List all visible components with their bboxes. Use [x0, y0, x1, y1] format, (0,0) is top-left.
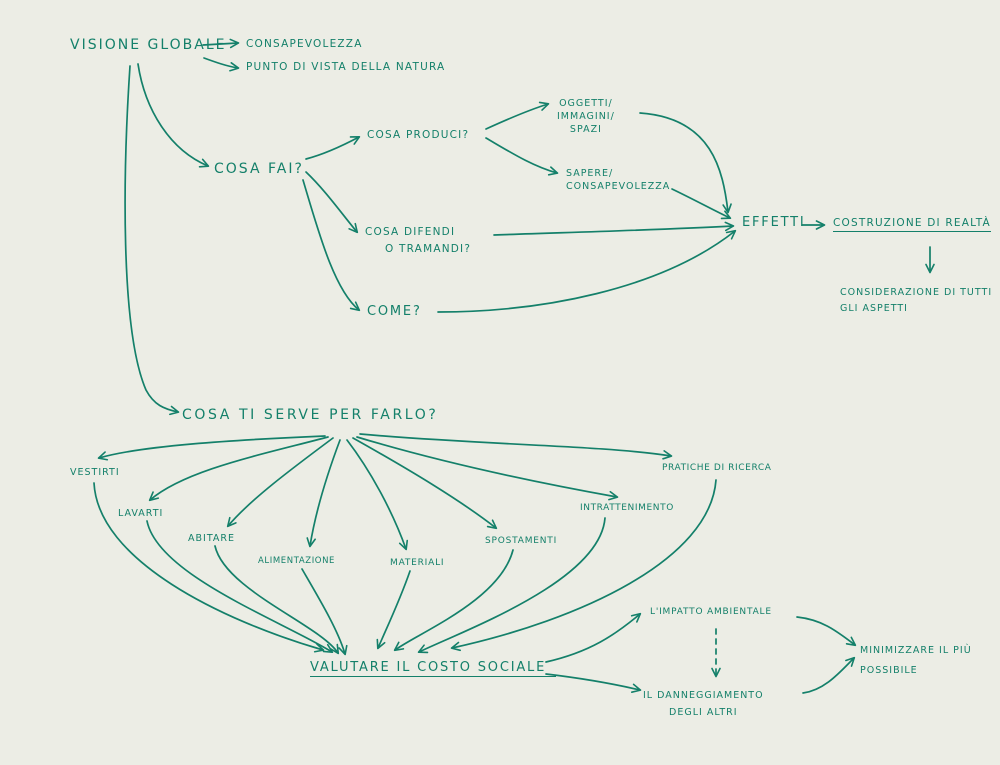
node-cosa-difendi-line-1: COSA DIFENDI	[365, 226, 456, 238]
arrow-serve-to-materiali	[346, 439, 409, 551]
arrow-pratiche-to-valutare	[450, 479, 717, 652]
arrow-cosa-produci-to-oggetti	[485, 101, 550, 130]
node-intrattenimento: INTRATTENIMENTO	[580, 503, 674, 513]
node-punto-di-vista: PUNTO DI VISTA DELLA NATURA	[246, 61, 446, 73]
arrow-cosa-fai-to-cosa-produci	[305, 135, 361, 160]
node-effetti: EFFETTI	[742, 215, 806, 230]
node-vestirti: VESTIRTI	[70, 467, 120, 478]
node-pratiche-di-ricerca: PRATICHE DI RICERCA	[662, 463, 772, 473]
arrow-serve-to-intrattenimento	[356, 436, 619, 501]
arrow-oggetti-to-effetti	[639, 112, 732, 214]
arrow-abitare-to-valutare	[214, 545, 340, 655]
arrow-cosa-fai-to-cosa-difendi	[305, 171, 359, 234]
arrow-valutare-to-impatto	[545, 612, 642, 663]
node-oggetti-line-2: IMMAGINI/	[557, 111, 615, 122]
arrow-valutare-to-danneggiamento	[545, 673, 642, 693]
node-oggetti: OGGETTI/ IMMAGINI/ SPAZI	[557, 97, 615, 136]
node-abitare: ABITARE	[188, 533, 235, 544]
arrow-serve-to-pratiche	[359, 433, 673, 460]
arrow-visione-to-punto-di-vista	[203, 57, 240, 72]
node-spostamenti: SPOSTAMENTI	[485, 536, 558, 546]
arrow-cosa-difendi-to-effetti	[493, 221, 735, 236]
node-considerazione-line-2: GLI ASPETTI	[840, 303, 908, 314]
arrow-cosa-produci-to-sapere	[485, 137, 559, 176]
node-cosa-fai: COSA FAI?	[214, 161, 304, 177]
node-cosa-difendi: COSA DIFENDI O TRAMANDI?	[365, 224, 471, 258]
arrow-vestirti-to-valutare	[93, 482, 325, 653]
node-minimizzare-line-1: MINIMIZZARE IL PIÙ	[860, 645, 972, 656]
node-danneggiamento-line-2: DEGLI ALTRI	[669, 707, 738, 718]
node-materiali: MATERIALI	[390, 558, 445, 568]
arrow-serve-to-alimentazione	[306, 439, 341, 548]
node-valutare: VALUTARE IL COSTO SOCIALE	[310, 660, 557, 677]
node-impatto: L'IMPATTO AMBIENTALE	[650, 607, 772, 617]
node-oggetti-line-3: SPAZI	[569, 124, 602, 135]
arrow-visione-to-cosa-ti-serve	[124, 65, 180, 416]
arrow-impatto-to-minimizzare	[796, 616, 857, 647]
node-visione-globale: VISIONE GLOBALE	[70, 37, 227, 53]
node-sapere-line-2: CONSAPEVOLEZZA	[566, 181, 671, 192]
node-danneggiamento-line-1: IL DANNEGGIAMENTO	[643, 690, 764, 701]
arrow-visione-to-consapevolezza	[202, 38, 240, 49]
arrow-visione-to-cosa-fai	[137, 63, 210, 168]
node-cosa-produci: COSA PRODUCI?	[367, 129, 470, 141]
arrow-serve-to-vestirti	[97, 435, 326, 461]
node-cosa-ti-serve: COSA TI SERVE PER FARLO?	[182, 407, 439, 423]
arrow-come-to-effetti	[437, 229, 737, 313]
node-costruzione: COSTRUZIONE DI REALTÀ	[833, 217, 991, 232]
arrow-serve-to-lavarti	[148, 436, 329, 502]
arrow-lavarti-to-valutare	[146, 520, 334, 654]
node-come: COME?	[367, 304, 422, 319]
arrow-cosa-fai-to-come	[302, 179, 361, 312]
arrow-intrattenimento-to-valutare	[417, 517, 606, 654]
node-lavarti: LAVARTI	[118, 508, 164, 519]
node-consapevolezza: CONSAPEVOLEZZA	[246, 38, 363, 50]
node-sapere: SAPERE/ CONSAPEVOLEZZA	[566, 167, 670, 193]
node-minimizzare: MINIMIZZARE IL PIÙ POSSIBILE	[860, 641, 972, 681]
node-oggetti-line-1: OGGETTI/	[559, 98, 613, 109]
node-danneggiamento: IL DANNEGGIAMENTO DEGLI ALTRI	[643, 687, 764, 721]
node-alimentazione: ALIMENTAZIONE	[258, 556, 336, 566]
arrow-sapere-to-effetti	[671, 188, 732, 220]
arrow-alimentazione-to-valutare	[301, 568, 348, 656]
node-cosa-difendi-line-2: O TRAMANDI?	[385, 243, 472, 255]
arrow-spostamenti-to-valutare	[393, 549, 514, 652]
arrow-serve-to-abitare	[226, 437, 334, 528]
arrow-materiali-to-valutare	[376, 570, 411, 650]
node-considerazione: CONSIDERAZIONE DI TUTTI GLI ASPETTI	[840, 285, 992, 317]
node-minimizzare-line-2: POSSIBILE	[860, 665, 918, 676]
node-sapere-line-1: SAPERE/	[566, 168, 614, 179]
arrow-serve-to-spostamenti	[352, 437, 498, 530]
arrow-danneggiamento-to-minimizzare	[802, 656, 856, 694]
node-considerazione-line-1: CONSIDERAZIONE DI TUTTI	[840, 287, 993, 298]
